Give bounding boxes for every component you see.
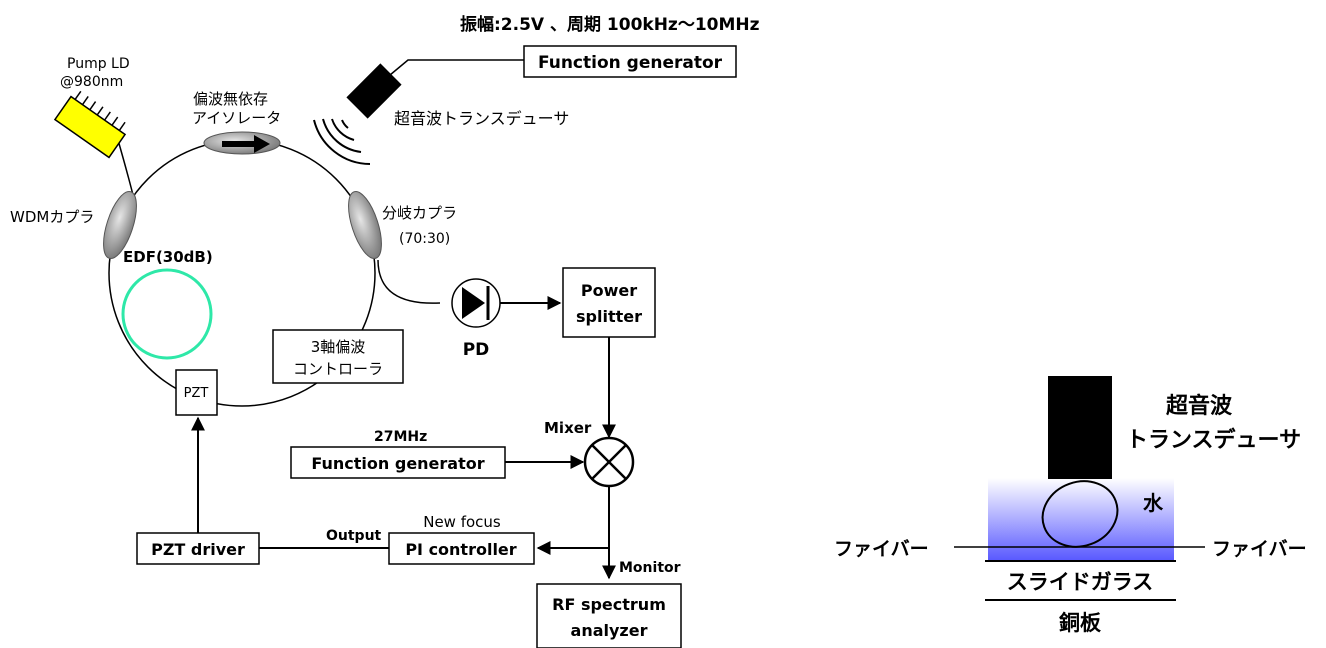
transducer-label-2: トランスデューサ — [1126, 427, 1301, 453]
pi-controller-box — [388, 532, 535, 565]
pump-ld — [53, 90, 127, 159]
rf-spectrum-analyzer-box — [536, 583, 682, 648]
polarization-controller-label-1: 3軸偏波 — [311, 338, 366, 356]
isolator-label-2: アイソレータ — [192, 109, 281, 127]
new-focus-label: New focus — [423, 513, 501, 531]
transducer-block — [1048, 376, 1112, 479]
rf-spectrum-analyzer-label-1: RF spectrum — [552, 595, 666, 614]
isolator-label-1: 偏波無依存 — [193, 90, 268, 108]
polarization-controller-box — [272, 329, 404, 384]
function-generator-top-label: Function generator — [538, 53, 723, 73]
ultrasound-waves — [313, 118, 371, 165]
water-label: 水 — [1143, 491, 1164, 515]
wdm-coupler — [103, 190, 137, 260]
photodiode-label: PD — [463, 340, 490, 360]
transducer-label: 超音波トランスデューサ — [394, 109, 569, 128]
power-splitter-label-2: splitter — [576, 307, 642, 326]
edf-coil — [121, 268, 213, 360]
pi-controller-label: PI controller — [405, 540, 516, 559]
output-fiber — [377, 259, 441, 304]
function-generator-27mhz-box — [290, 446, 506, 479]
branch-coupler-label: 分岐カプラ — [382, 204, 457, 222]
fiber-label-left: ファイバー — [834, 538, 929, 560]
amplitude-label: 振幅:2.5V 、周期 100kHz〜10MHz — [460, 14, 760, 35]
copper-plate-label: 銅板 — [1059, 611, 1102, 635]
polarization-controller-label-2: コントローラ — [293, 360, 383, 378]
pzt-box — [175, 369, 218, 416]
pzt-label: PZT — [184, 386, 209, 401]
wdm-coupler-label: WDMカプラ — [10, 208, 94, 226]
pzt-driver-label: PZT driver — [151, 540, 245, 559]
mixer-cross-icon-2 — [591, 444, 627, 480]
mixer-label: Mixer — [544, 419, 592, 437]
ultrasonic-transducer — [346, 63, 402, 119]
power-splitter-label-1: Power — [581, 281, 637, 300]
pump-ld-label: Pump LD — [67, 56, 130, 72]
pump-wavelength-label: @980nm — [60, 74, 123, 90]
isolator-arrow-icon — [222, 135, 270, 153]
transducer-label-1: 超音波 — [1166, 393, 1233, 419]
monitor-label: Monitor — [619, 560, 681, 576]
freq-27mhz-label: 27MHz — [374, 429, 427, 445]
fiber-loop — [1041, 480, 1119, 548]
rf-spectrum-analyzer-label-2: analyzer — [571, 621, 648, 640]
transducer-cable — [383, 59, 524, 81]
slide-glass-label: スライドガラス — [1007, 570, 1154, 594]
branch-ratio-label: (70:30) — [399, 231, 450, 247]
function-generator-27mhz-label: Function generator — [311, 454, 484, 473]
fiber-label-right: ファイバー — [1212, 538, 1307, 560]
output-label: Output — [326, 528, 382, 544]
edf-label: EDF(30dB) — [123, 248, 213, 266]
function-generator-top-box — [523, 45, 737, 78]
power-splitter-box — [562, 267, 656, 338]
branch-coupler — [348, 190, 382, 260]
pzt-driver-box — [136, 532, 260, 565]
pump-fiber — [117, 139, 134, 196]
photodiode-icon — [462, 287, 485, 319]
